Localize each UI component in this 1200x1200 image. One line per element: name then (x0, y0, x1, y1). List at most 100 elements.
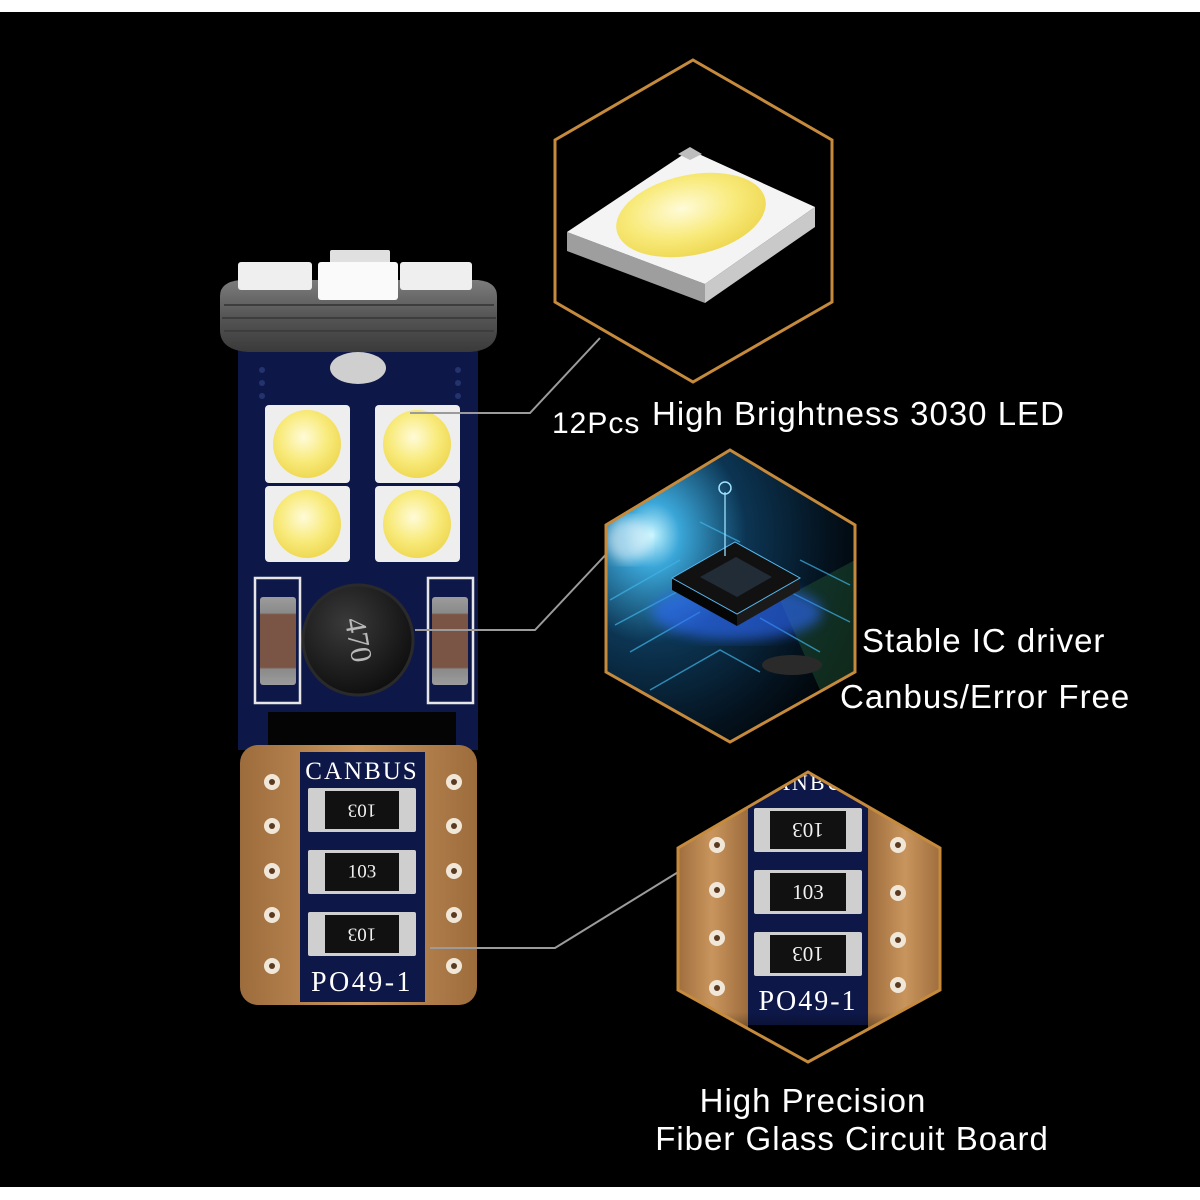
solder-hole (446, 958, 462, 974)
capacitor-left (260, 597, 296, 685)
bulb-canbus-label: CANBUS (305, 758, 418, 785)
solder-hole (890, 885, 906, 901)
chip-die-top (700, 557, 772, 597)
solder-hole (446, 818, 462, 834)
via (259, 380, 265, 386)
solder-hole (446, 774, 462, 790)
ic-chip-closeup-icon (604, 448, 857, 744)
bulb-dome (330, 352, 386, 384)
inductor-code: 470 (338, 615, 378, 665)
resistor: 103 (308, 850, 416, 894)
via (259, 367, 265, 373)
led-phosphor (273, 490, 341, 558)
via (455, 393, 461, 399)
solder-hole (446, 907, 462, 923)
solder-hole (709, 980, 725, 996)
resistor-code: 103 (348, 800, 377, 821)
top-led-chips (238, 250, 472, 300)
leader-lines (410, 337, 689, 949)
resistor-body (770, 811, 846, 849)
smd-led-grid (265, 405, 460, 562)
leader-line-driver (415, 547, 613, 631)
pcb-dark-band (268, 712, 456, 748)
top-led-right (400, 262, 472, 290)
solder-hole (709, 837, 725, 853)
resistor-body (770, 873, 846, 911)
solder-hole (890, 977, 906, 993)
solder-hole (264, 774, 280, 790)
solder-hole (264, 818, 280, 834)
solder-hole (890, 932, 906, 948)
smd-led (265, 405, 350, 483)
zoom-solder-holes-left (709, 837, 725, 996)
led-phosphor (616, 172, 766, 258)
led-phosphor (383, 410, 451, 478)
top-frame-strip (0, 0, 1200, 12)
trace (649, 649, 761, 691)
side-component (762, 655, 822, 675)
led-package-left-side (567, 232, 705, 303)
pcb-green-patch (780, 560, 855, 690)
component-outline-left (253, 576, 302, 705)
hex-outline (604, 448, 857, 744)
board-feature-line2: Fiber Glass Circuit Board (655, 1120, 1049, 1157)
bulb-board-code: PO49-1 (311, 967, 413, 998)
light-flare (606, 518, 650, 562)
led-bulb: 470 CANBUS 103 (220, 250, 497, 1005)
led-package-notch (678, 147, 702, 160)
resistor-code: 103 (792, 880, 824, 904)
smd-led (375, 405, 460, 483)
bulb-top-cap (220, 280, 497, 352)
zoom-resistor: 103 (754, 870, 862, 914)
solder-hole (709, 882, 725, 898)
bottom-frame-strip (0, 1187, 1200, 1200)
solder-hole (890, 837, 906, 853)
resistor-code: 103 (792, 942, 824, 966)
solder-holes-right (446, 774, 462, 974)
zoom-resistor: 103 (754, 932, 862, 976)
callout-board: High Precision Fiber Glass Circuit Board (655, 1082, 1049, 1157)
zoom-solder-holes-right (890, 837, 906, 993)
trace (799, 559, 851, 586)
smd-led (375, 486, 460, 562)
via (455, 367, 461, 373)
inductor: 470 (301, 583, 415, 697)
trace (609, 559, 681, 601)
capacitor-right (432, 597, 468, 685)
pcb-vias (259, 367, 461, 399)
callout-led: 12Pcs High Brightness 3030 LED (552, 395, 1065, 440)
led-phosphor (383, 490, 451, 558)
component-outline-right (426, 576, 475, 705)
solder-hole (264, 907, 280, 923)
via (455, 380, 461, 386)
zoom-resistor: 103 (754, 808, 862, 852)
smd-led-closeup-icon (553, 58, 834, 384)
leader-line-board (430, 865, 689, 949)
leader-line-led (410, 337, 601, 414)
inductor-body (301, 583, 415, 697)
resistor-body (770, 935, 846, 973)
probe-tip (718, 481, 732, 495)
hex-outline (553, 58, 834, 384)
callout-driver: Stable IC driver Canbus/Error Free (840, 622, 1130, 715)
resistor-body (325, 791, 399, 829)
resistor-body (325, 915, 399, 953)
led-count-label: 12Pcs (552, 407, 640, 440)
board-feature-line1: High Precision (700, 1082, 927, 1119)
resistor-code: 103 (348, 862, 377, 883)
solder-hole (446, 863, 462, 879)
hex-outline (676, 770, 942, 1064)
solder-hole (264, 958, 280, 974)
solder-hole (709, 930, 725, 946)
zoom-board-code: PO49-1 (758, 986, 857, 1017)
chip-side-right (737, 578, 800, 626)
driver-components: 470 (253, 576, 475, 705)
smd-led (265, 486, 350, 562)
top-led-left (238, 262, 312, 290)
solder-hole (264, 863, 280, 879)
led-feature-label: High Brightness 3030 LED (652, 395, 1065, 432)
driver-feature-line1: Stable IC driver (862, 622, 1105, 659)
chip-side-left (672, 578, 737, 626)
driver-feature-line2: Canbus/Error Free (840, 678, 1130, 715)
